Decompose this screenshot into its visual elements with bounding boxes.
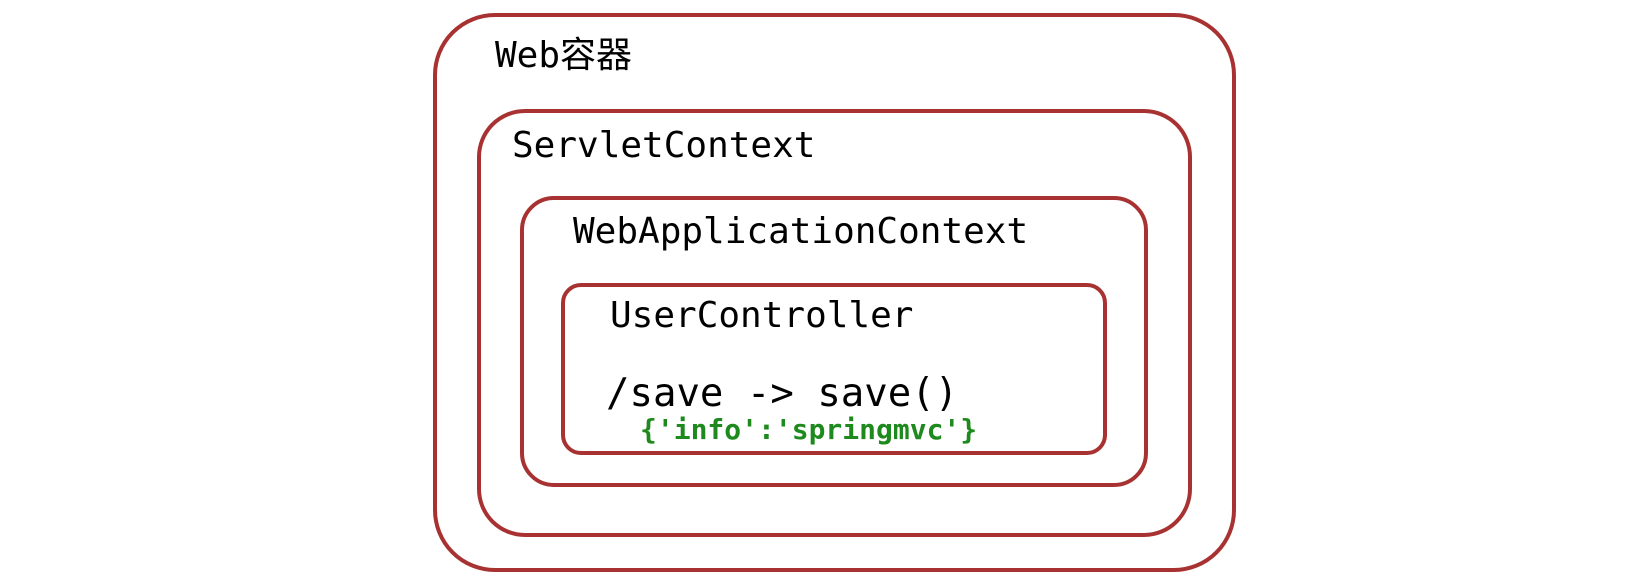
servlet-context-label: ServletContext [512, 125, 816, 166]
user-controller-box [561, 283, 1107, 455]
webapp-context-label: WebApplicationContext [573, 211, 1029, 252]
save-mapping-label: /save -> save() [606, 371, 959, 416]
web-container-label: Web容器 [495, 35, 633, 76]
user-controller-label: UserController [610, 295, 914, 336]
response-json-label: {'info':'springmvc'} [640, 413, 978, 446]
